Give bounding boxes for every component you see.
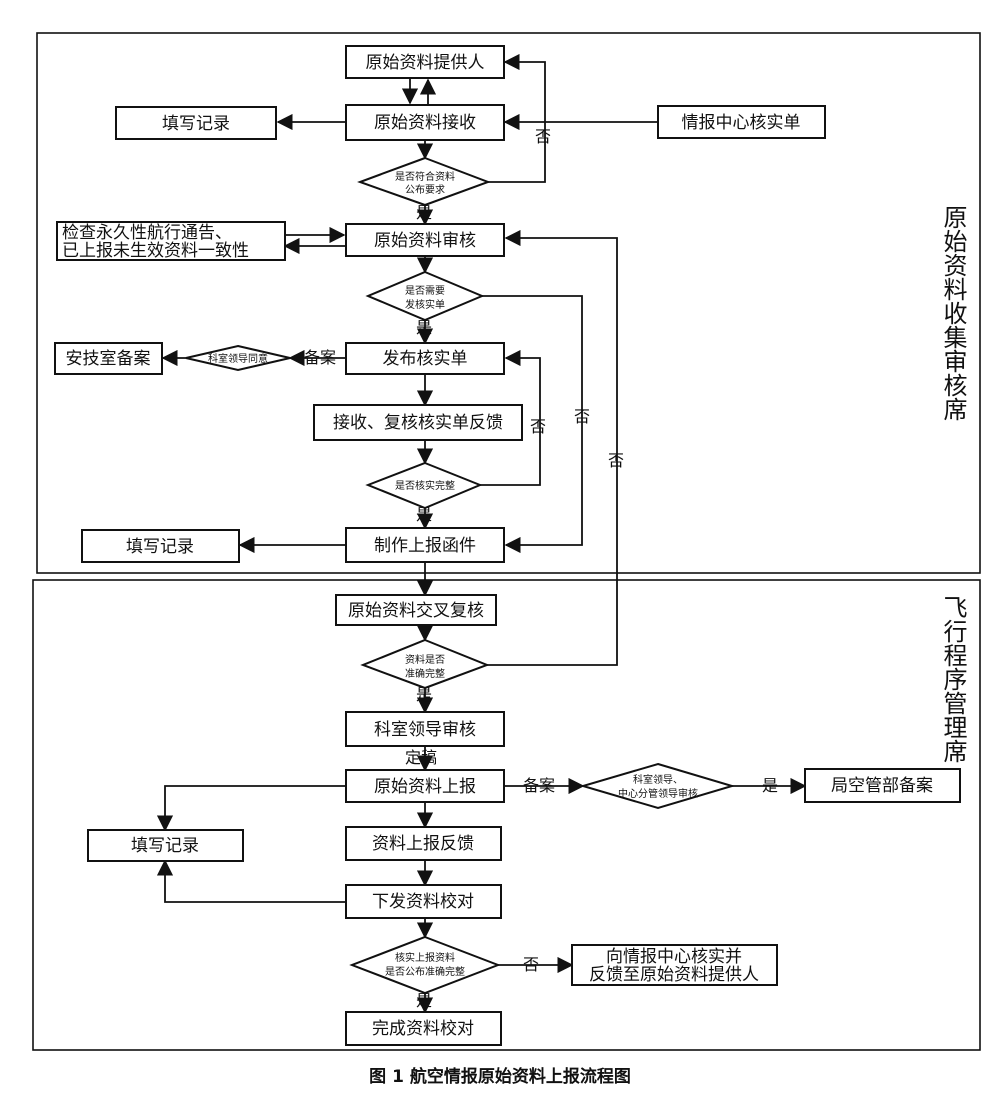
swimlane-top-title: 原始资料收集审核席 (939, 205, 967, 421)
decision-need-verify-line2: 发核实单 (405, 298, 445, 311)
decision-verify-publish-line1: 核实上报资料 (395, 951, 455, 964)
node-distribute-check (345, 884, 502, 919)
decision-verify-complete (365, 461, 483, 510)
edge-need-verify-no-letter (482, 295, 583, 554)
node-notify-line1: 向情报中心核实并 (606, 947, 742, 967)
node-cross-check-text: 原始资料交叉复核 (348, 601, 484, 621)
node-audit-text: 原始资料审核 (374, 231, 476, 251)
swimlane-bottom-title: 飞行程序管理席 (939, 595, 967, 763)
label-yes-5: 是 (762, 776, 778, 795)
node-receive-text: 原始资料接收 (374, 113, 476, 133)
decision-accurate (360, 638, 490, 690)
node-fill-record-3 (87, 829, 244, 862)
node-fill-record-1-text: 填写记录 (162, 114, 230, 134)
node-fill-record-2-text: 填写记录 (126, 537, 194, 557)
edge-check-no-provider (488, 53, 546, 183)
label-filing-1: 备案 (304, 348, 336, 367)
label-no-5: 否 (523, 955, 539, 974)
node-consistency-line2: 已上报未生效资料一致性 (62, 241, 249, 261)
decision-verify-publish-line2: 是否公布准确完整 (385, 965, 465, 978)
decision-leader-agree-text: 科室领导同意 (208, 352, 268, 365)
node-bureau-filing (804, 768, 961, 803)
label-yes-1: 是 (416, 203, 432, 222)
node-consistency (56, 221, 286, 261)
swimlane-bottom-frame (32, 579, 981, 1051)
decision-leader-center-line1: 科室领导、 (633, 773, 683, 786)
node-cross-check (335, 594, 497, 626)
node-bureau-filing-text: 局空管部备案 (831, 776, 933, 796)
node-consistency-line1: 检查永久性航行通告、 (62, 223, 232, 243)
label-no-2: 否 (530, 417, 546, 436)
node-issue-verify (345, 342, 505, 375)
decision-leader-agree (185, 344, 291, 372)
decision-check-publish (357, 156, 491, 207)
node-anji-filing-text: 安技室备案 (66, 349, 151, 369)
label-yes-4: 是 (416, 685, 432, 704)
node-receive (345, 104, 505, 141)
node-complete (345, 1011, 502, 1046)
node-leader-review-text: 科室领导审核 (374, 720, 476, 740)
node-make-letter-text: 制作上报函件 (374, 536, 476, 556)
label-no-3: 否 (574, 407, 590, 426)
node-submit-text: 原始资料上报 (374, 777, 476, 797)
node-complete-text: 完成资料校对 (372, 1019, 474, 1039)
edge-submit-fill-record (156, 785, 346, 832)
decision-verify-complete-text: 是否核实完整 (395, 479, 455, 492)
label-no-4: 否 (608, 451, 624, 470)
label-yes-2: 是 (416, 318, 432, 337)
node-info-center (657, 105, 826, 139)
node-provider (345, 45, 505, 79)
decision-check-publish-line1: 是否符合资料 (395, 170, 455, 183)
node-leader-review (345, 711, 505, 747)
decision-check-publish-line2: 公布要求 (405, 184, 445, 196)
node-fill-record-2 (81, 529, 240, 563)
node-distribute-check-text: 下发资料校对 (372, 892, 474, 912)
node-fill-record-1 (115, 106, 277, 140)
node-issue-verify-text: 发布核实单 (383, 349, 468, 369)
node-recv-feedback-text: 接收、复核核实单反馈 (333, 413, 503, 433)
node-notify (571, 944, 778, 986)
decision-verify-publish (349, 935, 501, 995)
decision-leader-center (579, 762, 736, 810)
decision-leader-center-line2: 中心分管领导审核 (618, 787, 698, 800)
label-yes-6: 是 (416, 991, 432, 1010)
node-notify-line2: 反馈至原始资料提供人 (589, 965, 759, 985)
decision-accurate-line2: 准确完整 (405, 667, 445, 680)
label-yes-3: 是 (416, 505, 432, 524)
decision-accurate-line1: 资料是否 (405, 653, 445, 666)
decision-need-verify-line1: 是否需要 (405, 285, 445, 297)
node-submit-feedback-text: 资料上报反馈 (372, 834, 474, 854)
node-audit (345, 223, 505, 257)
decision-need-verify (365, 270, 485, 322)
label-finalize: 定稿 (405, 748, 437, 767)
node-submit (345, 769, 505, 803)
node-provider-text: 原始资料提供人 (366, 53, 485, 73)
node-fill-record-3-text: 填写记录 (131, 836, 199, 856)
node-anji-filing (54, 342, 163, 375)
edge-complete-no-issue (480, 349, 541, 486)
node-recv-feedback (313, 404, 523, 441)
figure-caption: 图 1 航空情报原始资料上报流程图 (369, 1066, 631, 1087)
node-submit-feedback (345, 826, 502, 861)
edge-accurate-no-audit (487, 229, 618, 666)
node-make-letter (345, 527, 505, 563)
node-info-center-text: 情报中心核实单 (682, 113, 801, 133)
swimlane-top-frame (36, 32, 981, 574)
label-filing-2: 备案 (523, 776, 555, 795)
label-no-1: 否 (535, 127, 551, 146)
edge-distribute-fill-record (156, 859, 346, 903)
